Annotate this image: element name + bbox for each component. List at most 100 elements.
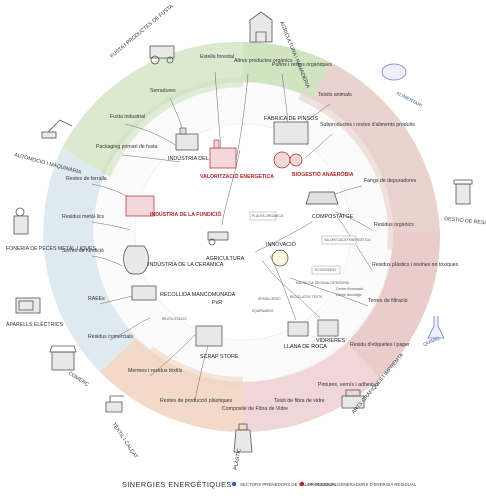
node-llana-roca: LLANA DE ROCA xyxy=(284,321,327,350)
label-industria-moble: INDÚSTRIA DEL MOBLE xyxy=(168,155,229,162)
node-agricultura: AGRICULTURA xyxy=(206,231,245,262)
foundry-icon xyxy=(125,195,155,217)
label-biogestio: BIOGESTIÓ ANAERÒBIA xyxy=(292,170,354,178)
node-industria-ceramica: INDÚSTRIA DE LA CERÀMICA xyxy=(123,245,224,275)
ring-sector-orange xyxy=(100,338,243,433)
bottle-icon xyxy=(233,423,253,453)
label-llana-roca: LLANA DE ROCA xyxy=(284,344,327,350)
harvester-icon xyxy=(149,45,175,65)
compost-pile-icon xyxy=(305,191,339,205)
sector-plastic: PLÀSTIC xyxy=(232,448,243,471)
rockwool-icon xyxy=(287,321,309,337)
flow-teixits-animals: Teixits animals xyxy=(318,92,352,98)
label-industria-fundicio: INDÚSTRIA DE LA FUNDICIÓ xyxy=(150,210,221,218)
node-pxr: PxR xyxy=(212,300,222,306)
flow-restes-plastiques: Restes de producció plàstiques xyxy=(160,398,232,404)
tractor-icon xyxy=(207,231,229,241)
node-compostatge: COMPOSTATGE xyxy=(305,191,354,220)
tag-box-ecodisseny xyxy=(311,265,341,275)
inner-band-green xyxy=(101,77,244,177)
label-scrap-store: SCRAP STORE xyxy=(200,354,239,360)
flask-icon xyxy=(427,316,445,339)
digester-icon xyxy=(273,151,291,169)
sector-comerc: COMERÇ xyxy=(67,371,90,388)
label-agricultura: AGRICULTURA xyxy=(206,256,245,262)
legend-title: SINERGIES ENERGÈTIQUES xyxy=(122,480,232,489)
core-disc xyxy=(134,123,352,341)
sector-foneria: FONERIA DE PECES METÀL·LIQUES xyxy=(6,245,96,252)
ring-sector-rose xyxy=(309,62,440,232)
flow-mermes: Mermes i residus tèxtils xyxy=(128,368,183,374)
legend-dot-blue xyxy=(231,481,237,487)
flow-altres: Altres productes orgànics xyxy=(234,58,293,64)
printer-icon xyxy=(341,389,365,409)
ring-sector-blue xyxy=(43,148,136,372)
label-compostatge: COMPOSTATGE xyxy=(312,214,354,220)
microwave-icon xyxy=(15,297,41,314)
inner-band-rose xyxy=(298,90,398,251)
flow-residus-comercials: Residus comercials xyxy=(88,334,133,340)
digester-small-icon xyxy=(289,153,303,167)
flow-labels: Estella forestal Altres productes orgàni… xyxy=(62,54,459,412)
flow-estella: Estella forestal xyxy=(200,54,234,60)
node-innovacio: INNOVACIÓ xyxy=(266,241,296,267)
ring-sector-rose-bottom xyxy=(346,232,441,378)
node-valoritzacio: VALORITZACIÓ ENERGÈTICA xyxy=(200,139,274,180)
tractor-wheel-icon xyxy=(208,238,216,246)
steak-icon xyxy=(381,63,407,81)
flow-fangs: Fangs de depuradores xyxy=(364,178,417,184)
node-biogestio: BIOGESTIÓ ANAERÒBIA xyxy=(273,151,354,178)
tag-centre-innovacio: Centre d'innovació xyxy=(336,287,363,291)
label-valoritzacio: VALORITZACIÓ ENERGÈTICA xyxy=(200,172,274,180)
lightbulb-icon xyxy=(271,249,289,267)
chimney-icon xyxy=(179,127,187,135)
tag-reciclatge: RECICLATGE TÈXTIL xyxy=(290,294,323,299)
label-pxr: PxR xyxy=(212,300,222,306)
sector-gestio-residus: GESTIÓ DE RESIDUS I ACTIVITATS DE SANEJA… xyxy=(444,215,486,236)
node-vidrieres: VIDRIERES xyxy=(316,319,345,344)
robot-arm-icon xyxy=(41,119,73,139)
glassworks-icon xyxy=(317,319,339,337)
tag-box-organica xyxy=(249,211,277,221)
node-scrap-store: SCRAP STORE xyxy=(195,325,239,360)
label-innovacio: INNOVACIÓ xyxy=(266,241,296,248)
legend-item-red: PROCESSOS GENERADORS D'ENERGIA RESIDUAL xyxy=(308,482,417,487)
center-nodes: INDÚSTRIA DEL MOBLE VALORITZACIÓ ENERGÈT… xyxy=(123,115,354,360)
shop-icon xyxy=(49,345,77,371)
stack-icon xyxy=(213,139,220,149)
small-tags: PLANTA ORGÀNICA VALORITZACIÓ ENERGÈTICA … xyxy=(162,211,371,321)
node-recollida: RECOLLIDA MANCOMUNADA xyxy=(131,285,236,301)
node-fabrica-pinsos: FÀBRICA DE PINSOS xyxy=(264,115,318,145)
tag-reutilitzacio: REUTILITZACIÓ xyxy=(162,316,187,321)
furniture-factory-icon xyxy=(175,133,199,151)
label-recollida: RECOLLIDA MANCOMUNADA xyxy=(160,292,236,298)
sewing-machine-icon xyxy=(105,395,124,413)
foundry-worker-icon xyxy=(13,207,29,235)
label-vidrieres: VIDRIERES xyxy=(316,338,345,344)
flow-teixit: Teixit de fibra de vidre xyxy=(274,398,325,404)
flow-residus-metallics: Residus metàl·lics xyxy=(62,214,104,220)
barn-icon xyxy=(249,11,273,43)
flow-subproductes: Subproductes i restes d'aliments produït… xyxy=(320,122,415,128)
flow-fusta-industrial: Fusta industrial xyxy=(110,114,145,120)
tag-equipament: EQUIPAMENT xyxy=(252,309,274,313)
tag-valoritzacio: VALORITZACIÓ ENERGÈTICA xyxy=(324,237,371,242)
flow-purins: Purins i restes orgàniques xyxy=(272,62,332,68)
flow-residu-etiquetes: Residu d'etiquetes i paper xyxy=(350,342,410,348)
sector-alimentari: ALIMENTARI xyxy=(395,90,423,109)
ring-sector-pink xyxy=(243,343,380,433)
waste-bin-icon xyxy=(453,179,473,205)
flow-terres: Terres de filtració xyxy=(368,298,408,304)
node-industria-fundicio: INDÚSTRIA DE LA FUNDICIÓ xyxy=(125,195,221,218)
legend-item-blue: SECTORS PRENEDORS DE CALOR RESIDUAL xyxy=(240,482,338,487)
flow-residus-organics: Residus orgànics xyxy=(374,222,414,228)
flow-residus-plastics: Residus plàstics i resines no tòxiques xyxy=(372,262,459,268)
tag-residu-zero: RESIDU ZERO xyxy=(258,297,281,301)
feed-factory-icon xyxy=(273,121,309,145)
flow-pintures: Pintures, vernís i adhesius xyxy=(318,382,379,388)
tag-box-valoritzacio xyxy=(321,235,357,245)
sector-icons xyxy=(13,11,473,453)
flow-packaging: Packaging primari de fusta xyxy=(96,144,158,150)
tag-matriu: MATRIU DE SEGONA CATEGORIA xyxy=(296,281,350,285)
